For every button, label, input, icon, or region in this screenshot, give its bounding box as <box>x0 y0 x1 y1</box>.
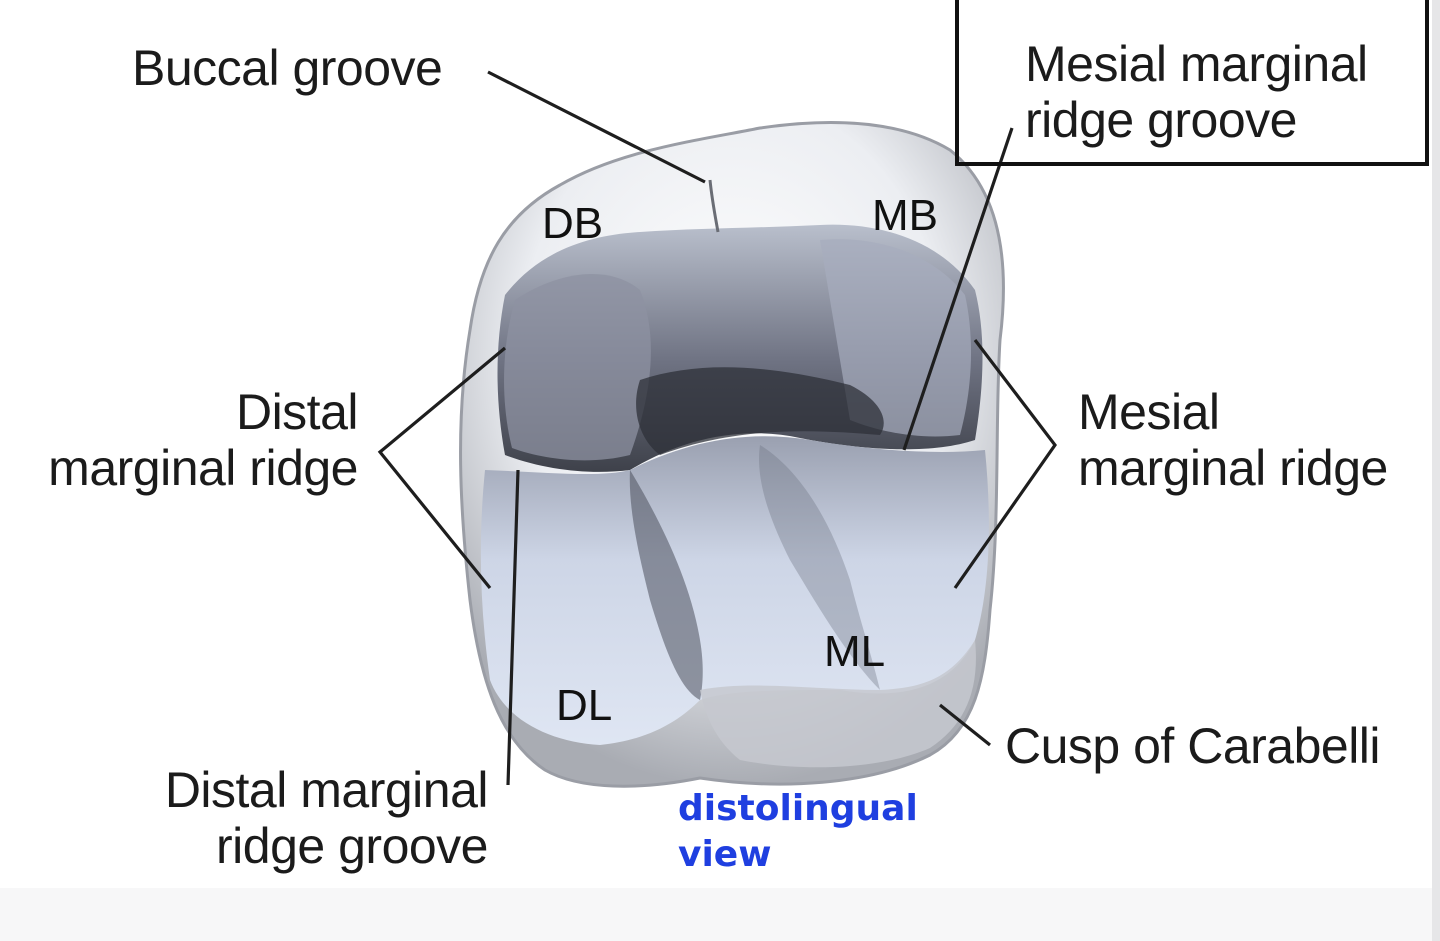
mesial-marginal-ridge-groove-box <box>955 0 1429 166</box>
mb-cusp-ridge <box>820 239 972 437</box>
cusp-label-ml: ML <box>824 627 886 676</box>
bottom-band <box>0 888 1440 941</box>
distal-marginal-ridge-groove-line2: ridge groove <box>216 818 488 874</box>
db-cusp-ridge <box>504 273 651 461</box>
leader-mesial-marginal-ridge-groove <box>902 127 1014 451</box>
carabelli-rim <box>700 640 976 768</box>
view-caption-line1: distolingual <box>678 788 918 829</box>
buccal-groove-text: Buccal groove <box>132 40 443 96</box>
leader-cusp-of-carabelli <box>939 703 991 747</box>
mesial-marginal-ridge-line2: marginal ridge <box>1078 440 1388 496</box>
view-caption: distolingual view <box>678 786 918 878</box>
lingual-groove-shadow <box>629 470 703 700</box>
leader-distal-marginal-ridge-groove <box>506 469 520 786</box>
label-distal-marginal-ridge-groove: Distal marginal ridge groove <box>130 762 489 874</box>
label-cusp-of-carabelli: Cusp of Carabelli <box>1005 718 1381 774</box>
lingual-surface <box>480 436 989 745</box>
label-buccal-groove: Buccal groove <box>132 40 443 96</box>
label-mesial-marginal-ridge: Mesial marginal ridge <box>1078 384 1388 496</box>
buccal-groove-line-on-crown <box>708 179 720 233</box>
leader-lines <box>377 70 1057 786</box>
label-distal-marginal-ridge: Distal marginal ridge <box>20 384 358 496</box>
distal-marginal-ridge-groove-line1: Distal marginal <box>164 762 489 818</box>
ml-lobe-shadow <box>759 445 880 690</box>
label-mesial-marginal-ridge-groove: Mesial marginal ridge groove <box>1025 36 1368 148</box>
mesial-marginal-ridge-groove-line1: Mesial marginal <box>1025 36 1368 92</box>
distal-marginal-ridge-line2: marginal ridge <box>48 440 358 496</box>
right-edge-strip <box>1432 0 1440 941</box>
distal-marginal-ridge-line1: Distal <box>235 384 359 440</box>
leader-mesial-marginal-ridge <box>953 339 1057 589</box>
leader-distal-marginal-ridge <box>377 346 507 590</box>
mesial-marginal-ridge-line1: Mesial <box>1078 384 1220 440</box>
view-caption-line2: view <box>678 834 772 875</box>
cusp-label-db: DB <box>542 199 604 248</box>
cusp-of-carabelli-text: Cusp of Carabelli <box>1005 718 1381 774</box>
mesial-marginal-ridge-groove-line2: ridge groove <box>1025 92 1297 148</box>
leader-buccal-groove <box>487 70 706 184</box>
cusp-label-mb: MB <box>872 191 938 240</box>
central-fossa-shadow <box>636 367 884 455</box>
cusp-label-dl: DL <box>556 681 613 730</box>
